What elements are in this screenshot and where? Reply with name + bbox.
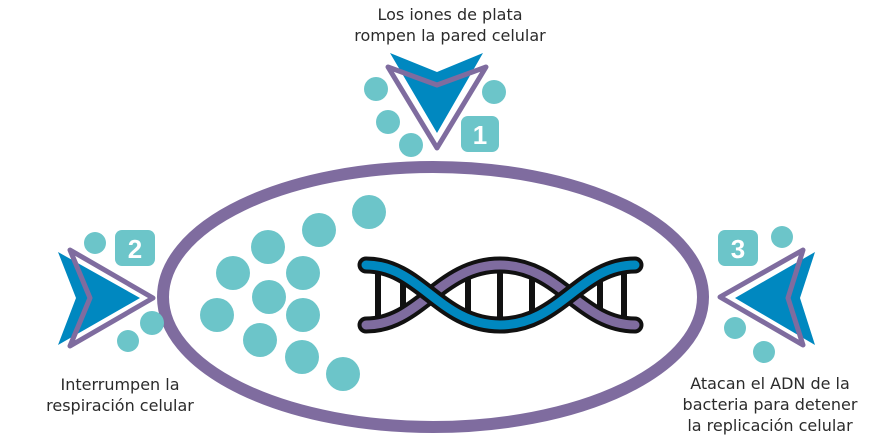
step-1-label-line: rompen la pared celular bbox=[354, 26, 546, 45]
step-1-number: 1 bbox=[473, 120, 487, 150]
silver-ion bbox=[251, 230, 285, 264]
dna-helix-icon bbox=[357, 256, 644, 334]
step-3-badge: 3 bbox=[718, 230, 758, 266]
step-3-label-line: la replicación celular bbox=[687, 416, 853, 435]
step-3-label-line: bacteria para detener bbox=[682, 395, 858, 414]
silver-ion bbox=[302, 213, 336, 247]
silver-ion bbox=[200, 298, 234, 332]
step-2-arrow-icon bbox=[58, 247, 156, 349]
step-1-label: Los iones de plata rompen la pared celul… bbox=[330, 4, 570, 46]
step-3-arrow-icon bbox=[717, 247, 815, 348]
step-2-badge: 2 bbox=[115, 230, 155, 266]
step-1-ions bbox=[364, 77, 506, 157]
silver-ion bbox=[286, 256, 320, 290]
step-3-number: 3 bbox=[731, 234, 745, 264]
silver-ion bbox=[285, 340, 319, 374]
silver-ion bbox=[286, 298, 320, 332]
step-2-label-line: Interrumpen la bbox=[60, 375, 180, 394]
silver-ion bbox=[216, 256, 250, 290]
step-2-label-line: respiración celular bbox=[46, 396, 194, 415]
step-2-ions bbox=[84, 232, 164, 352]
step-2-label: Interrumpen la respiración celular bbox=[20, 374, 220, 416]
bacteria-cell-membrane bbox=[157, 161, 709, 433]
silver-ion bbox=[326, 357, 360, 391]
step-1-label-line: Los iones de plata bbox=[377, 5, 523, 24]
step-3-label: Atacan el ADN de la bacteria para detene… bbox=[660, 373, 880, 436]
silver-ion bbox=[252, 280, 286, 314]
step-3-label-line: Atacan el ADN de la bbox=[690, 374, 850, 393]
step-2-number: 2 bbox=[128, 234, 142, 264]
step-1-arrow-icon bbox=[385, 53, 489, 151]
silver-ion bbox=[243, 323, 277, 357]
step-3-ions bbox=[724, 226, 793, 363]
step-1-badge: 1 bbox=[461, 116, 499, 152]
silver-ions-inside bbox=[200, 195, 386, 391]
silver-ion bbox=[352, 195, 386, 229]
